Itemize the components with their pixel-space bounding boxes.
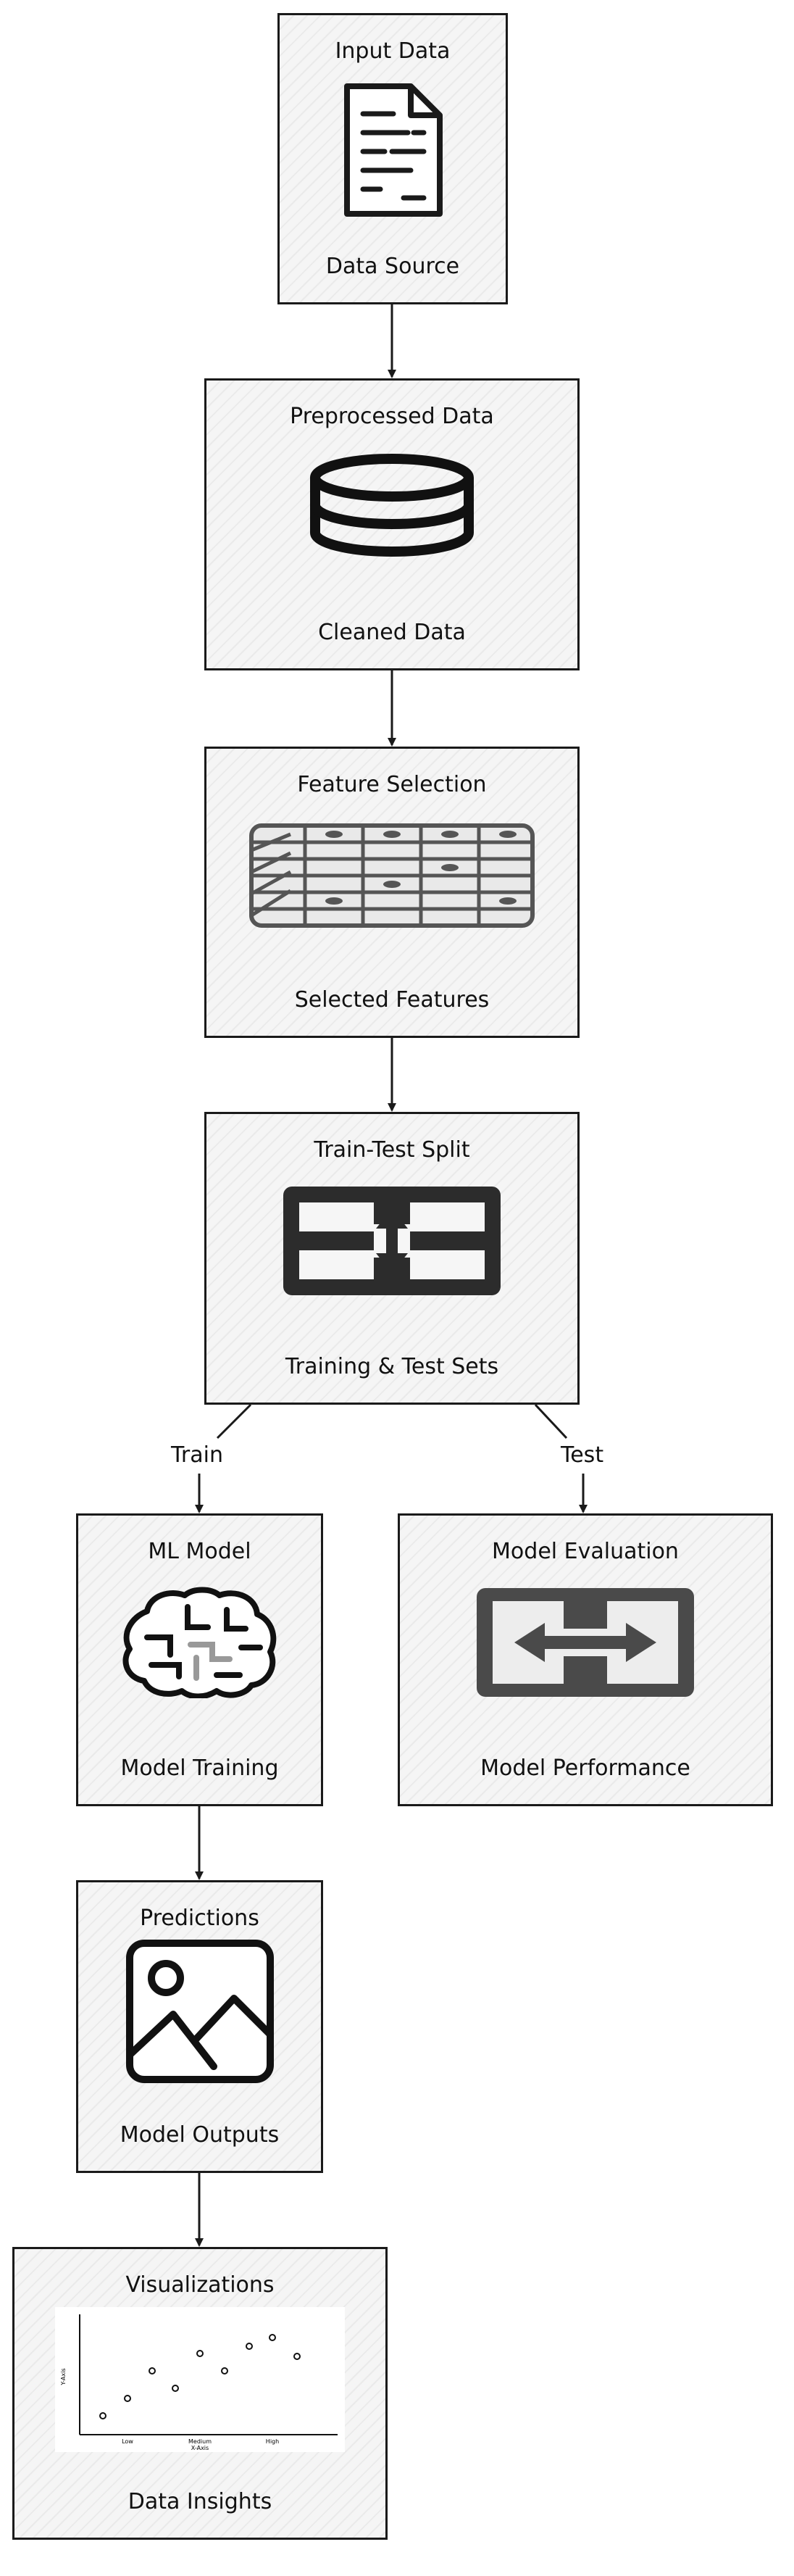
node-caption: Selected Features (294, 987, 490, 1013)
node-caption: Model Performance (480, 1756, 690, 1781)
node-title: Preprocessed Data (290, 404, 494, 429)
edge-label-train: Train (167, 1442, 227, 1468)
node-preprocessed-data: Preprocessed Data Cleaned Data (204, 378, 580, 670)
vertical-arrows-icon (283, 1187, 501, 1298)
edge-split-to-evaluation (534, 1403, 568, 1439)
node-caption: Data Source (325, 254, 460, 279)
node-predictions: Predictions Model Outputs (76, 1880, 323, 2173)
node-input-data: Input Data Data Source (277, 13, 508, 304)
plot-point (149, 2367, 156, 2375)
node-ml-model: ML Model Model Training (76, 1513, 323, 1806)
plot-ylabel: Y-Axis (60, 2368, 67, 2385)
node-caption: Data Insights (128, 2489, 272, 2514)
node-title: Feature Selection (297, 772, 487, 797)
edge-split-to-model (216, 1403, 252, 1439)
database-icon (305, 453, 479, 565)
brain-icon (118, 1585, 282, 1701)
plot-point (293, 2353, 301, 2360)
node-caption: Cleaned Data (318, 620, 466, 645)
table-icon (247, 821, 537, 933)
edge-label-test: Test (556, 1442, 609, 1468)
scatter-plot-icon: Y-Axis Low Medium High X-Axis (55, 2307, 345, 2455)
node-model-evaluation: Model Evaluation Model Performance (398, 1513, 773, 1806)
node-title: Predictions (140, 1906, 259, 1931)
plot-xtick-low: Low (122, 2438, 133, 2445)
plot-point (246, 2343, 253, 2350)
node-train-test-split: Train-Test Split Training & Test Sets (204, 1112, 580, 1405)
node-caption: Training & Test Sets (285, 1354, 499, 1379)
horizontal-arrows-icon (477, 1588, 694, 1700)
plot-point (221, 2367, 228, 2375)
node-title: Train-Test Split (314, 1137, 470, 1163)
document-icon (338, 82, 447, 223)
plot-xtick-medium: Medium (188, 2438, 212, 2445)
node-title: Visualizations (125, 2272, 275, 2298)
plot-xlabel: X-Axis (191, 2445, 209, 2451)
plot-point (172, 2385, 179, 2392)
node-caption: Model Outputs (120, 2122, 280, 2148)
plot-point (196, 2350, 204, 2357)
node-caption: Model Training (120, 1756, 279, 1781)
plot-point (124, 2395, 131, 2402)
node-feature-selection: Feature Selection (204, 747, 580, 1038)
plot-point (99, 2412, 106, 2419)
image-icon (125, 1939, 275, 2087)
node-title: ML Model (148, 1539, 251, 1564)
plot-xtick-high: High (266, 2438, 279, 2445)
plot-point (269, 2334, 276, 2341)
node-title: Input Data (335, 38, 451, 64)
node-title: Model Evaluation (492, 1539, 679, 1564)
node-visualizations: Visualizations Y-Axis Low Medium High X-… (12, 2247, 388, 2540)
